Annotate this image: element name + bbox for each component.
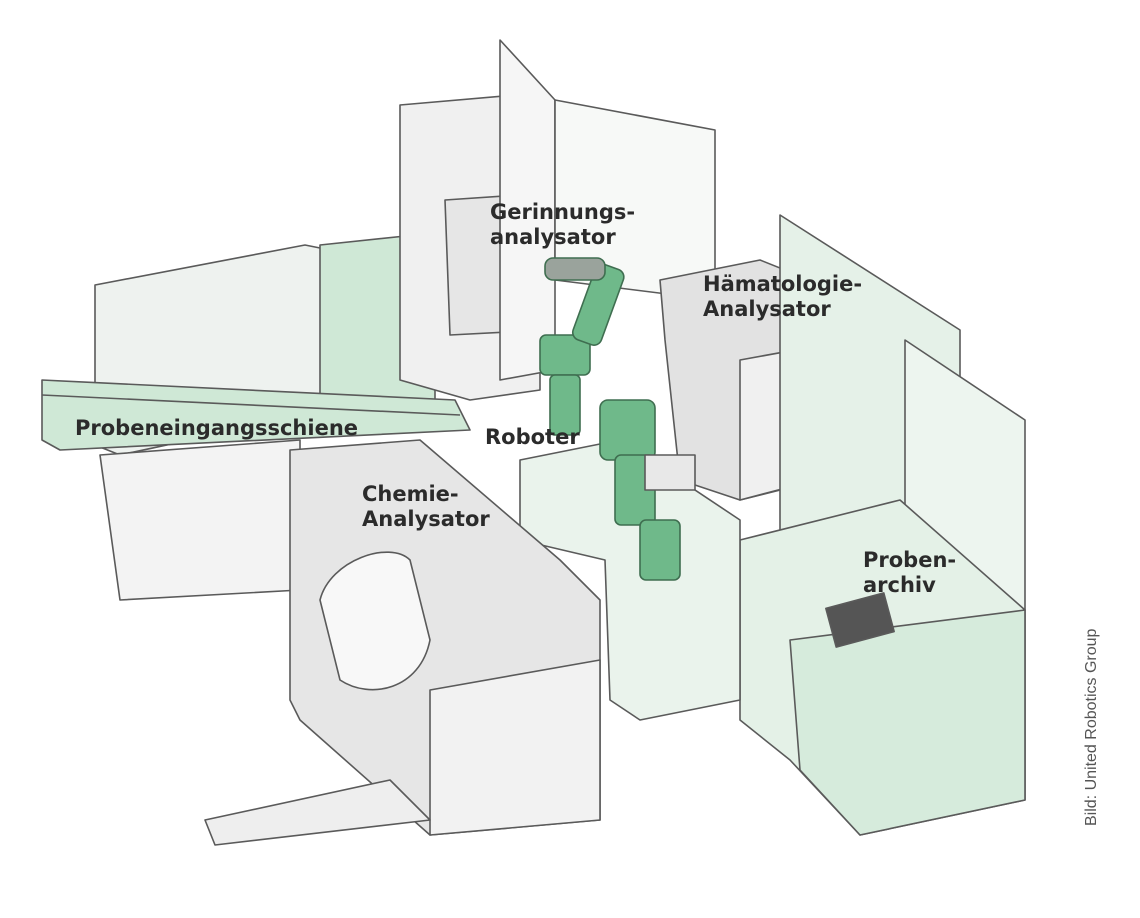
label-robot: Roboter [485, 425, 580, 449]
label-sample-entry-rail: Probeneingangsschiene [75, 416, 359, 440]
label-chemistry-analyzer: Chemie- Analysator [362, 482, 490, 531]
sample-entry-lower-frame [99, 439, 301, 601]
label-coagulation-analyzer: Gerinnungs- analysator [490, 200, 636, 249]
label-sample-archive: Proben- archiv [863, 548, 957, 597]
sample-entry-rail [41, 379, 471, 451]
image-credit: Bild: United Robotics Group [1083, 628, 1100, 826]
label-hematology-analyzer: Hämatologie- Analysator [703, 272, 863, 321]
